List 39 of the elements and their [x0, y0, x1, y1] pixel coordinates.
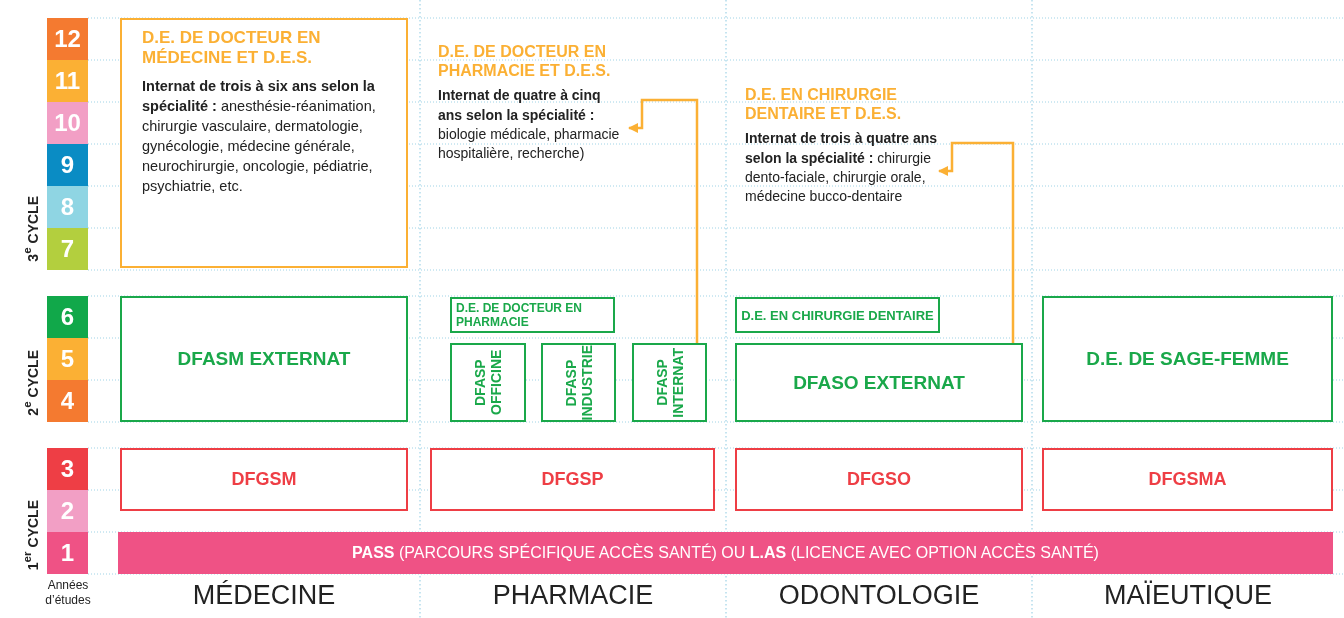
degree-heading: D.E. DE DOCTEUR EN MÉDECINE ET D.E.S.: [142, 28, 322, 69]
year-badge: 2: [47, 490, 88, 532]
pass-banner: PASS (PARCOURS SPÉCIFIQUE ACCÈS SANTÉ) OU L.AS (LICENCE AVEC OPTION ACCÈS SANTÉ): [118, 532, 1333, 574]
diploma-box: DFASM EXTERNAT: [120, 296, 408, 422]
degree-description: Internat de trois à quatre ans selon la spécialité : chirurgie dento-faciale, chirurgie orale, médecine bucco-dentaire: [745, 129, 938, 207]
year-badge: 10: [47, 102, 88, 144]
degree-frame: [120, 18, 408, 268]
year-badge: 6: [47, 296, 88, 338]
year-badge: 7: [47, 228, 88, 270]
diploma-box: D.E. EN CHIRURGIE DENTAIRE: [735, 297, 940, 333]
axis-label: Années d’études: [44, 578, 92, 608]
diploma-box: D.E. DE SAGE-FEMME: [1042, 296, 1333, 422]
arrow: [628, 98, 699, 343]
column-heading: ODONTOLOGIE: [777, 580, 981, 611]
year-badge: 1: [47, 532, 88, 574]
column-heading: MÉDECINE: [191, 580, 337, 611]
diploma-box: D.E. DE DOCTEUR EN PHARMACIE: [450, 297, 615, 333]
year-badge: 9: [47, 144, 88, 186]
diploma-box: DFGSMA: [1042, 448, 1333, 511]
diploma-box: DFASP INTERNAT: [632, 343, 707, 422]
year-badge: 3: [47, 448, 88, 490]
year-badge: 4: [47, 380, 88, 422]
year-badge: 11: [47, 60, 88, 102]
year-badge: 12: [47, 18, 88, 60]
degree-description: Internat de trois à six ans selon la spécialité : anesthésie-réanimation, chirurgie vasculaire, dermatologie, gynécologie, médecine générale, neurochirurgie, oncologie, pédiatrie, psychiatrie, etc.: [142, 77, 377, 196]
year-badge: 8: [47, 186, 88, 228]
degree-description: Internat de quatre à cinq ans selon la spécialité : biologie médicale, pharmacie hospitalière, recherche): [438, 86, 621, 164]
diploma-box: DFGSO: [735, 448, 1023, 511]
diploma-box: DFASP INDUSTRIE: [541, 343, 616, 422]
diploma-box: DFASP OFFICINE: [450, 343, 526, 422]
degree-heading: D.E. DE DOCTEUR EN PHARMACIE ET D.E.S.: [438, 42, 612, 81]
diploma-box: DFGSP: [430, 448, 715, 511]
diploma-box: DFASO EXTERNAT: [735, 343, 1023, 422]
column-heading: MAÏEUTIQUE: [1103, 580, 1273, 611]
diploma-box: DFGSM: [120, 448, 408, 511]
degree-heading: D.E. EN CHIRURGIE DENTAIRE ET D.E.S.: [745, 85, 903, 124]
year-badge: 5: [47, 338, 88, 380]
arrow: [938, 141, 1015, 343]
column-heading: PHARMACIE: [491, 580, 655, 611]
